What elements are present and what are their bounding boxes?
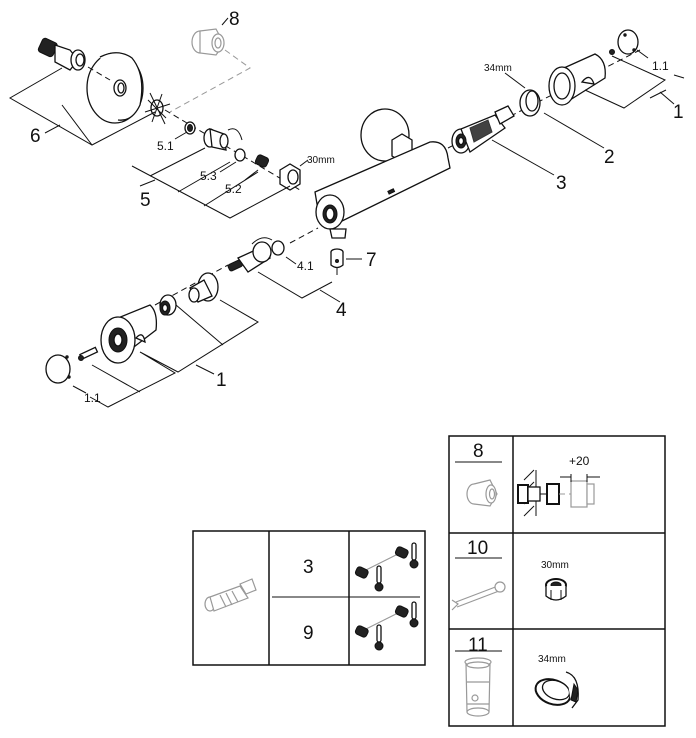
locking-washer-part-6 xyxy=(144,92,171,125)
leader-30mm xyxy=(299,159,309,167)
cartridge-part-4 xyxy=(227,237,273,273)
leader-5-2 xyxy=(244,169,259,181)
screw-part-1-1-top xyxy=(609,49,615,55)
cartridge-thermometer-reversed-icon xyxy=(354,601,419,651)
ring-size-label: 34mm xyxy=(538,654,566,665)
callout-5: 5 xyxy=(140,190,151,211)
bracket-4 xyxy=(257,271,341,303)
cartridge-sleeve-icon xyxy=(464,657,492,717)
leader-5-3 xyxy=(219,161,237,173)
leader-34mm xyxy=(504,72,526,89)
handle-part-1-top xyxy=(548,53,606,106)
hex-nut-part-5 xyxy=(279,163,301,191)
cartridge-table: 3 9 xyxy=(192,530,426,666)
cap-part-1-1-top xyxy=(617,29,639,55)
filter-part-5-2 xyxy=(254,154,270,168)
spline-part-1-bottom xyxy=(159,294,177,316)
bracket-5 xyxy=(131,147,291,219)
leader-1-1-top xyxy=(636,49,649,59)
callout-6: 6 xyxy=(30,126,41,147)
accessories-table: 8 +20 10 xyxy=(448,435,666,727)
gasket-part-5-1 xyxy=(184,121,196,135)
hex-nut-icon xyxy=(545,578,567,601)
adapter-part-1-bottom xyxy=(188,272,219,303)
o-ring-part-5-3 xyxy=(234,148,246,162)
mixer-body xyxy=(314,108,451,239)
extension-length-label: +20 xyxy=(569,454,590,468)
bracket-1-bottom xyxy=(89,299,259,408)
o-ring-part-4-1 xyxy=(271,240,285,256)
leader-1-top xyxy=(659,91,675,105)
callout-8: 8 xyxy=(229,9,240,30)
callout-3: 3 xyxy=(556,173,567,194)
leader-8 xyxy=(221,17,229,26)
nozzle-part-7 xyxy=(330,248,344,275)
accessory-number-8: 8 xyxy=(473,441,484,462)
callout-4-1: 4.1 xyxy=(297,259,314,273)
extension-icon xyxy=(466,479,498,507)
cartridge-image xyxy=(204,578,257,612)
wall-flange-part-6 xyxy=(86,52,144,124)
callout-1-top: 1 xyxy=(673,102,684,123)
extension-part-8 xyxy=(191,28,225,56)
callout-1-bottom: 1 xyxy=(216,370,227,391)
leader-3 xyxy=(491,139,555,176)
extension-installation-icon xyxy=(517,469,600,517)
threaded-ring-icon xyxy=(534,671,579,709)
callout-5-1: 5.1 xyxy=(157,139,174,153)
leader-1-bottom xyxy=(195,364,215,375)
axis-line-5 xyxy=(164,109,301,191)
callout-5-2: 5.2 xyxy=(225,182,242,196)
bracket-1-top xyxy=(584,55,685,109)
wrench-icon xyxy=(451,581,506,611)
callout-5-3: 5.3 xyxy=(200,169,217,183)
screw-part-1-1-bottom xyxy=(78,346,99,361)
connector-part-5 xyxy=(203,128,243,151)
threaded-ring-part-2 xyxy=(519,89,541,117)
nut-size-label: 30mm xyxy=(541,560,569,571)
dimension-34mm: 34mm xyxy=(484,63,512,74)
cartridge-part-3 xyxy=(451,105,515,154)
accessory-number-11: 11 xyxy=(468,635,488,656)
callout-7: 7 xyxy=(366,250,377,271)
cartridge-row-number-9: 9 xyxy=(303,623,314,644)
callout-1-1-top: 1.1 xyxy=(652,59,669,73)
leader-4-1 xyxy=(285,256,297,265)
accessory-number-10: 10 xyxy=(467,538,488,559)
axis-line-4 xyxy=(289,227,319,244)
cartridge-thermometer-icon xyxy=(354,542,419,592)
leader-5-1 xyxy=(174,131,188,140)
guide-line-8 xyxy=(169,49,251,113)
leader-1-1-bottom xyxy=(72,385,87,394)
dimension-30mm: 30mm xyxy=(307,155,335,166)
bracket-6 xyxy=(8,67,156,146)
callout-4: 4 xyxy=(336,300,347,321)
cap-part-1-1-bottom xyxy=(45,354,71,384)
callout-2: 2 xyxy=(604,147,615,168)
handle-part-1-bottom xyxy=(100,304,158,364)
callout-1-1-bottom: 1.1 xyxy=(84,391,101,405)
cartridge-row-number-3: 3 xyxy=(303,557,314,578)
leader-2 xyxy=(543,112,605,149)
axis-line-6 xyxy=(87,66,111,81)
s-union-part-6 xyxy=(37,37,86,71)
